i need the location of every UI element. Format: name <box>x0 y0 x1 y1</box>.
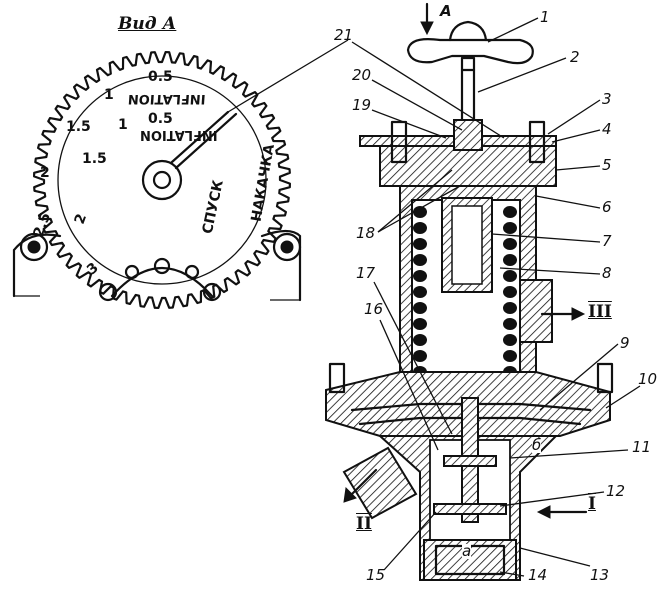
part-18: 18 <box>356 224 376 242</box>
part-2: 2 <box>570 48 580 66</box>
part-6: 6 <box>602 198 612 216</box>
part-10: 10 <box>638 370 658 388</box>
spring-coil <box>413 286 427 298</box>
port-i: I <box>588 494 596 514</box>
dial-tick-1: 1 <box>104 87 114 103</box>
spring-coil <box>503 254 517 266</box>
spring-coil <box>413 318 427 330</box>
part-1: 1 <box>540 8 550 26</box>
part-19: 19 <box>352 96 372 114</box>
outlet-pipe <box>342 446 418 520</box>
spring-coil <box>503 270 517 282</box>
cavity-a: а <box>462 542 472 560</box>
part-17: 17 <box>356 264 376 282</box>
spring-coil <box>413 222 427 234</box>
spring-coil <box>503 238 517 250</box>
dial-hub <box>141 159 183 201</box>
spring-coil <box>503 318 517 330</box>
spring-coil <box>503 222 517 234</box>
dial-tick-2: 2 <box>40 165 50 181</box>
spring-coil <box>413 254 427 266</box>
dial-tick-0-5: 0.5 <box>148 69 173 85</box>
part-14: 14 <box>528 566 548 584</box>
dial-pointer <box>174 112 238 170</box>
part-7: 7 <box>602 232 612 250</box>
dial-view <box>12 39 349 309</box>
part-11: 11 <box>632 438 652 456</box>
cavity-b: б <box>532 436 542 454</box>
dial-word-inflation-inner: INFLATION <box>140 127 218 142</box>
flange-outline <box>12 229 302 302</box>
port-ii: II <box>356 514 372 534</box>
part-16: 16 <box>364 300 384 318</box>
dial-inner-circle <box>57 75 267 285</box>
spring-coil <box>503 286 517 298</box>
part-13: 13 <box>590 566 610 584</box>
spring-coil <box>413 238 427 250</box>
arrow-a-label: А <box>440 2 452 20</box>
part-21: 21 <box>334 26 354 44</box>
spring-coil <box>413 350 427 362</box>
dial-word-inflation-outer: INFLATION <box>127 91 207 106</box>
part-4: 4 <box>602 120 612 138</box>
part-8: 8 <box>602 264 612 282</box>
part-12: 12 <box>606 482 626 500</box>
spring <box>413 206 517 378</box>
part-20: 20 <box>352 66 372 84</box>
spring-coil <box>503 302 517 314</box>
dial-inner-tick-0-5: 0.5 <box>148 111 173 127</box>
part-5: 5 <box>602 156 612 174</box>
part-9: 9 <box>620 334 630 352</box>
valve-section <box>325 2 641 581</box>
bolt-right <box>272 232 302 262</box>
arch <box>110 266 214 298</box>
handwheel <box>406 38 534 65</box>
spring-coil <box>503 350 517 362</box>
spring-coil <box>413 270 427 282</box>
spring-coil <box>413 206 427 218</box>
dial-hub-hole <box>152 170 172 190</box>
spring-coil <box>503 334 517 346</box>
dial-tick-1-5: 1.5 <box>66 119 91 135</box>
leader-lines <box>351 17 641 577</box>
part-15: 15 <box>366 566 386 584</box>
dial-inner-tick-1-5: 1.5 <box>82 151 107 167</box>
spring-coil <box>413 334 427 346</box>
spring-coil <box>413 302 427 314</box>
bolt-left <box>19 232 49 262</box>
wheel-nut <box>448 20 488 42</box>
dial-inner-tick-1: 1 <box>118 117 128 133</box>
part-3: 3 <box>602 90 612 108</box>
view-title: Вид А <box>118 14 177 34</box>
spring-coil <box>503 206 517 218</box>
gear-rim <box>33 51 291 309</box>
port-iii: III <box>588 302 612 322</box>
leader-21 <box>227 39 349 113</box>
